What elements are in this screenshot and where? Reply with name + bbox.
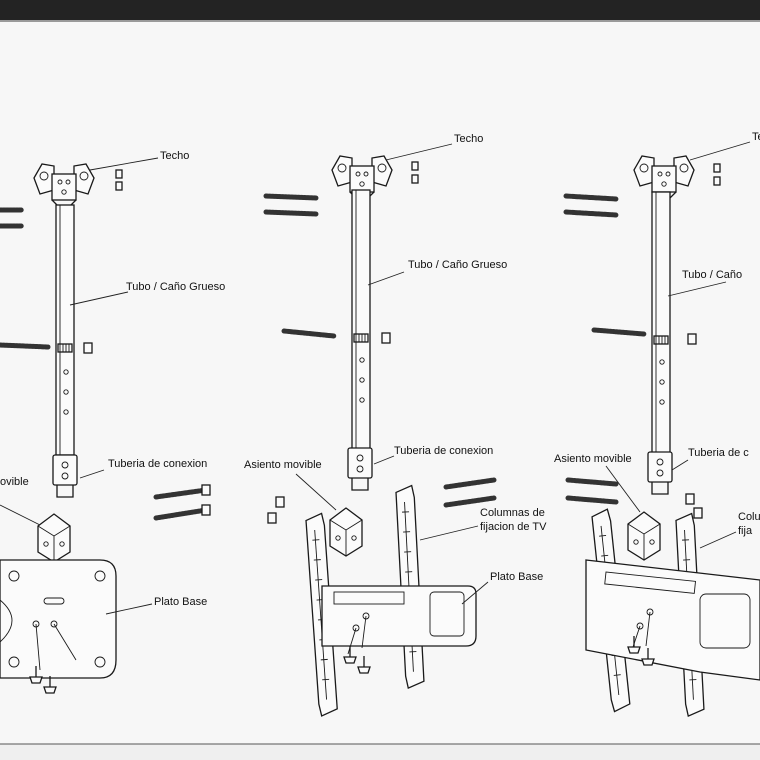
label-columnas-line2: fijacion de TV <box>480 521 547 533</box>
label-tubo: Tubo / Caño <box>682 269 742 281</box>
label-columnas-line1: Colu <box>738 511 760 523</box>
page-bottom-border <box>0 744 760 760</box>
label-asiento: Asiento movible <box>244 459 322 471</box>
label-tuberia: Tuberia de c <box>688 447 749 459</box>
label-asiento: Asiento movible <box>554 453 632 465</box>
page-top-border <box>0 0 760 20</box>
assembly-left: Techo Tubo / Caño Grueso Tuberia de cone… <box>0 150 225 694</box>
label-techo: Techo <box>160 150 189 162</box>
label-columnas-line2: fija <box>738 525 753 537</box>
label-tuberia: Tuberia de conexion <box>394 445 493 457</box>
label-plato: Plato Base <box>490 571 543 583</box>
assembly-right: Tec Tubo / Caño Tuberia de c Asiento mov… <box>554 131 760 717</box>
label-plato: Plato Base <box>154 596 207 608</box>
label-techo: Tec <box>752 131 760 143</box>
label-columnas-line1: Columnas de <box>480 507 545 519</box>
label-tubo: Tubo / Caño Grueso <box>408 259 507 271</box>
label-tuberia: Tuberia de conexion <box>108 458 207 470</box>
label-asiento: ovible <box>0 476 29 488</box>
assembly-middle: Techo Tubo / Caño Grueso Tuberia de cone… <box>244 133 547 717</box>
label-techo: Techo <box>454 133 483 145</box>
label-tubo: Tubo / Caño Grueso <box>126 281 225 293</box>
